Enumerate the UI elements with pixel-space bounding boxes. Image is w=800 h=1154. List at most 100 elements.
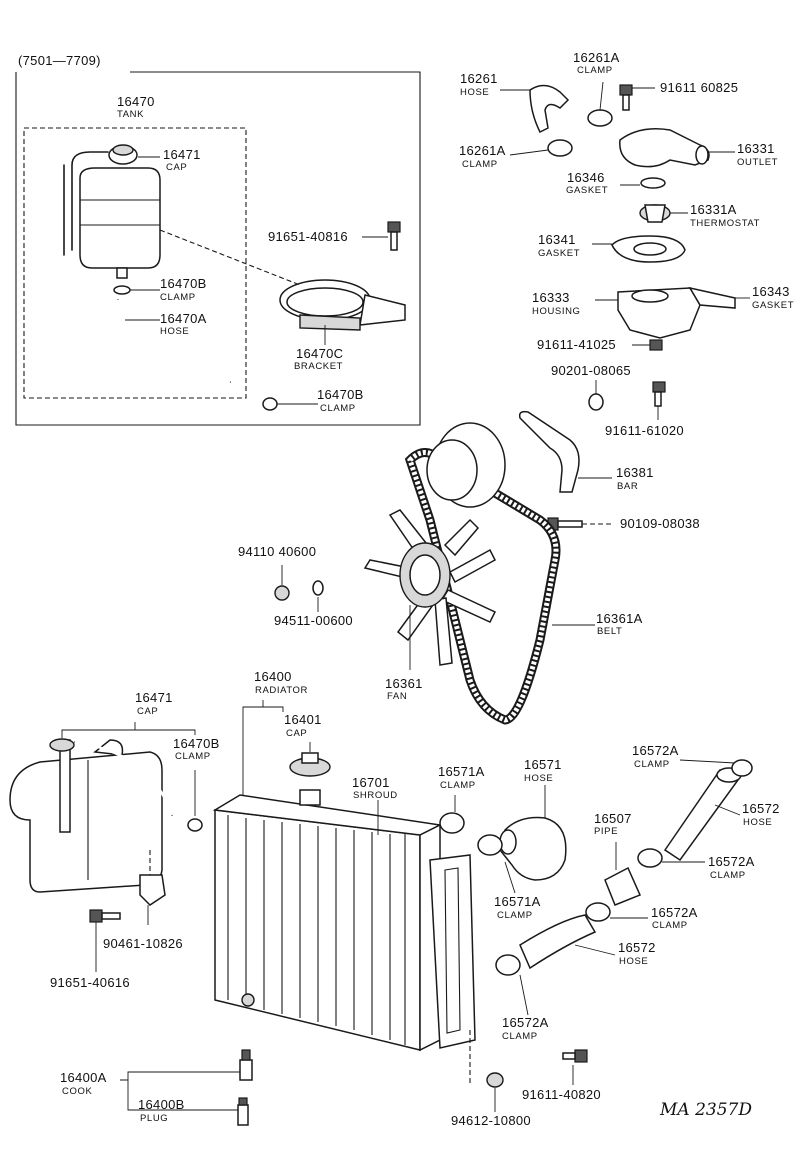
part-16572-bot-name: HOSE — [619, 956, 649, 967]
part-16401-name: CAP — [286, 728, 308, 739]
part-16572-bot-number: 16572 — [618, 940, 656, 955]
part-16470b-number: 16470B — [160, 276, 207, 291]
gasket-16346 — [620, 177, 666, 189]
part-16571a-bot-number: 16571A — [494, 894, 541, 909]
clamp-16470b-lower — [187, 770, 203, 832]
part-16261a-left-number: 16261A — [459, 143, 506, 158]
part-16572a-1-name: CLAMP — [634, 759, 670, 770]
part-16571a-bot-name: CLAMP — [497, 910, 533, 921]
part-16261-number: 16261 — [460, 71, 498, 86]
part-16507-name: PIPE — [594, 826, 619, 837]
part-16470a-name: HOSE — [160, 326, 190, 337]
part-16331-number: 16331 — [737, 141, 775, 156]
part-16333-name: HOUSING — [532, 306, 581, 317]
part-16572a-4-name: CLAMP — [502, 1031, 538, 1042]
bolt-91611-61020 — [652, 381, 666, 420]
clamp-16572a-1 — [679, 759, 753, 777]
part-16341-name: GASKET — [538, 248, 581, 259]
part-16400-number: 16400 — [254, 669, 292, 684]
clamp-16572a-3 — [585, 902, 648, 922]
washer-94511-00600 — [312, 580, 324, 612]
part-16400a-name: COOK — [62, 1086, 93, 1097]
part-91611-61020-number: 91611-61020 — [605, 423, 684, 438]
model-range-label: (7501—7709) — [18, 53, 101, 68]
part-16261a-top-name: CLAMP — [577, 65, 613, 76]
part-16361a-number: 16361A — [596, 611, 643, 626]
part-16331a-number: 16331A — [690, 202, 737, 217]
part-16470b-c-number: 16470B — [173, 736, 220, 751]
clamp-16261a-left — [509, 139, 573, 157]
part-16470b-c-name: CLAMP — [175, 751, 211, 762]
part-16261-name: HOSE — [460, 87, 490, 98]
clamp-16571a-mid — [477, 834, 516, 894]
part-16572-top-name: HOSE — [743, 817, 773, 828]
bracket-16470c — [159, 229, 406, 345]
clamp-16571a-top — [439, 795, 465, 834]
bolt-91651-40616 — [89, 909, 121, 972]
part-16400b-name: PLUG — [140, 1113, 169, 1124]
part-90201-08065-number: 90201-08065 — [551, 363, 631, 378]
part-16470c-name: BRACKET — [294, 361, 344, 372]
part-91611-41025-number: 91611-41025 — [537, 337, 616, 352]
adjusting-bar-16381 — [518, 410, 612, 493]
part-16381-number: 16381 — [616, 465, 654, 480]
nut-94110-40600 — [274, 565, 290, 601]
part-16381-name: BAR — [617, 481, 639, 492]
part-90461-10826-number: 90461-10826 — [103, 936, 183, 951]
part-94110-40600-number: 94110 40600 — [238, 544, 317, 559]
part-91651-40816-number: 91651-40816 — [268, 229, 348, 244]
part-16571a-top-number: 16571A — [438, 764, 485, 779]
part-16333-number: 16333 — [532, 290, 570, 305]
fan-16361 — [363, 509, 497, 670]
part-94511-00600-number: 94511-00600 — [274, 613, 353, 628]
part-16470-name: TANK — [117, 109, 145, 120]
part-16346-name: GASKET — [566, 185, 609, 196]
part-16470a-number: 16470A — [160, 311, 207, 326]
outlet-16331 — [619, 128, 735, 168]
part-16261a-top-number: 16261A — [573, 50, 620, 65]
part-16331a-name: THERMOSTAT — [690, 218, 761, 229]
part-16571-name: HOSE — [524, 773, 554, 784]
part-16343-name: GASKET — [752, 300, 795, 311]
bracket-90461-10826 — [139, 850, 166, 925]
hose-16572-bottom — [519, 914, 616, 970]
part-16361a-name: BELT — [597, 626, 623, 637]
part-94612-10800-number: 94612-10800 — [451, 1113, 531, 1128]
bolt-90109-08038 — [547, 517, 612, 531]
part-16471-b-number: 16471 — [135, 690, 173, 705]
part-16572a-2-number: 16572A — [708, 854, 755, 869]
part-16261a-left-name: CLAMP — [462, 159, 498, 170]
hose-16470a-inset — [115, 299, 231, 385]
part-16571a-top-name: CLAMP — [440, 780, 476, 791]
cock-16400a — [120, 1049, 253, 1081]
part-91611-60825-number: 91611 60825 — [660, 80, 739, 95]
washer-90201-08065 — [588, 380, 604, 411]
part-16471-number: 16471 — [163, 147, 201, 162]
housing-16333 — [595, 286, 750, 339]
part-16470b-name: CLAMP — [160, 292, 196, 303]
clamp-16572a-4 — [495, 954, 529, 1016]
clamp-16470b-loose — [262, 397, 318, 411]
part-16400b-number: 16400B — [138, 1097, 185, 1112]
part-16401-number: 16401 — [284, 712, 322, 727]
part-16471-b-name: CAP — [137, 706, 159, 717]
part-16470b-b-number: 16470B — [317, 387, 364, 402]
plug-16400b — [127, 1080, 249, 1126]
part-16471-name: CAP — [166, 162, 188, 173]
part-16470b-b-name: CLAMP — [320, 403, 356, 414]
part-16400a-number: 16400A — [60, 1070, 107, 1085]
part-16361-name: FAN — [387, 691, 408, 702]
part-16400-name: RADIATOR — [255, 685, 309, 696]
part-16572a-2-name: CLAMP — [710, 870, 746, 881]
clamp-16572a-2 — [637, 848, 705, 868]
inset-frame — [15, 71, 421, 426]
part-91611-40820-number: 91611-40820 — [522, 1087, 601, 1102]
reservoir-tank — [9, 722, 196, 893]
part-16470-number: 16470 — [117, 94, 155, 109]
part-16572a-4-number: 16572A — [502, 1015, 549, 1030]
part-16470c-number: 16470C — [296, 346, 344, 361]
reservoir-tank-inset — [63, 144, 161, 279]
hose-16572-top — [663, 767, 742, 862]
radiator-label-bracket — [242, 700, 284, 820]
